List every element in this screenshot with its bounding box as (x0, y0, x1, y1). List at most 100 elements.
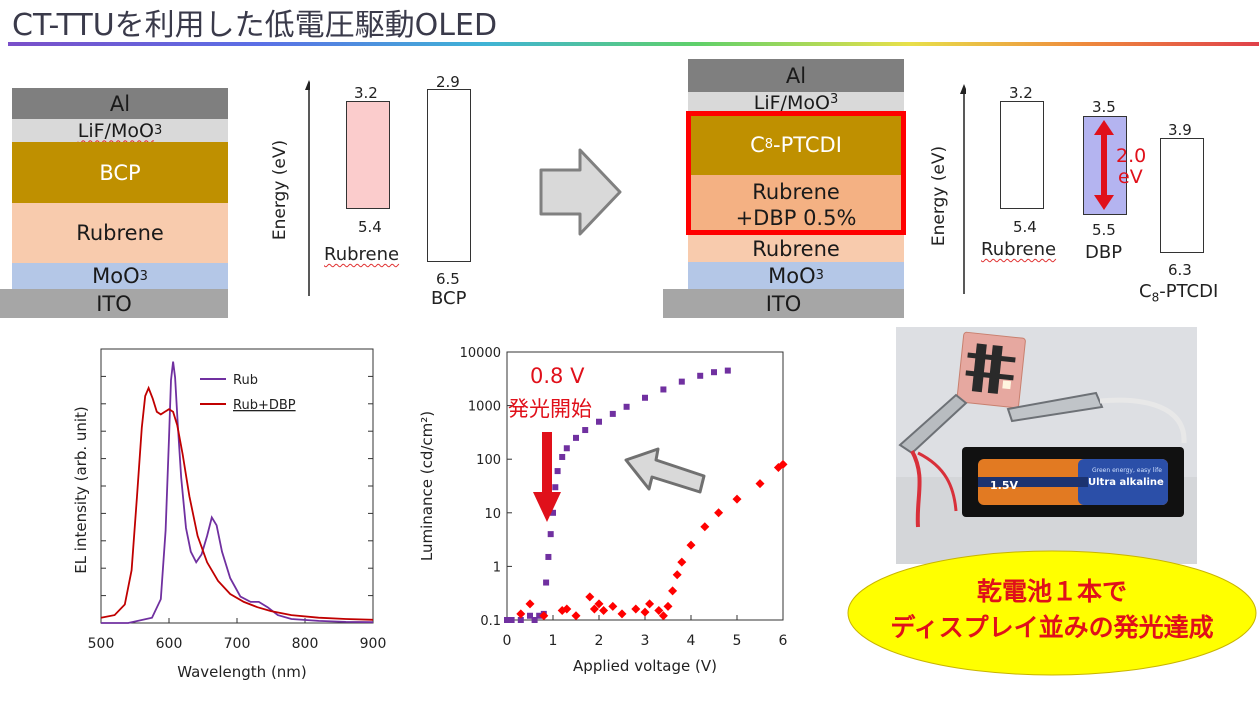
right-layer-dbp-line1: Rubrene (752, 180, 840, 204)
el-xtick-label: 600 (156, 636, 183, 652)
lum-point-rub (645, 599, 655, 609)
lum-point-rub (539, 611, 549, 621)
lum-point-rub (557, 606, 567, 616)
el-legend: Rub Rub+DBP (200, 373, 296, 413)
lum-point-rub-dbp (559, 453, 566, 460)
device-battery-photo: 1.5V Ultra alkaline Green energy, easy l… (896, 327, 1197, 564)
right-rubrene-name: Rubrene (981, 239, 1057, 260)
callout-ellipse (847, 550, 1257, 676)
lum-point-rub-dbp (536, 612, 543, 619)
lum-point-rub (516, 609, 526, 619)
right-layer-ito: ITO (663, 289, 904, 318)
left-bcp-lumo: 2.9 (436, 73, 460, 91)
lum-point-rub-dbp (642, 394, 648, 401)
lum-point-rub (599, 606, 609, 616)
left-energy-axis (305, 80, 310, 296)
lum-point-rub (608, 601, 618, 611)
lum-point-rub (640, 607, 650, 617)
lum-point-rub (668, 586, 678, 596)
lum-point-rub-dbp (711, 369, 717, 376)
right-c8ptcdi-name: C8-PTCDI (1139, 281, 1218, 305)
right-c8-pre: C (1139, 281, 1152, 302)
right-rubrene-lumo: 3.2 (1009, 84, 1033, 102)
left-layer-bcp-label: BCP (99, 160, 141, 185)
lum-point-rub (755, 479, 765, 489)
lum-point-rub-dbp (508, 617, 515, 623)
lum-point-rub-dbp (517, 617, 524, 623)
battery-voltage: 1.5V (990, 479, 1018, 492)
el-series-dbp-line (100, 385, 374, 621)
page-title: CT-TTUを利用した低電圧駆動OLED (12, 8, 498, 43)
lum-ytick-label: 10000 (460, 346, 501, 361)
lum-point-rub-dbp (678, 378, 685, 385)
el-xtick-label: 700 (224, 636, 251, 652)
lum-point-rub-dbp (596, 418, 602, 425)
el-legend-dbp: Rub+DBP (233, 398, 296, 413)
lum-point-rub (631, 604, 641, 614)
lum-point-rub (658, 611, 668, 621)
right-stack-highlight-box (686, 111, 906, 235)
lum-point-rub (589, 604, 599, 614)
right-layer-ito-label: ITO (765, 291, 802, 316)
alligator-clip-icon (898, 391, 1187, 528)
left-layer-ito-label: ITO (96, 291, 132, 316)
left-rubrene-homo: 5.4 (358, 218, 382, 236)
lum-point-rub (773, 463, 783, 473)
right-layer-moo3-label: MoO (768, 263, 816, 288)
lum-xlabel: Applied voltage (V) (573, 657, 717, 675)
lum-point-rub (672, 570, 682, 580)
lum-onset-label: 発光開始 (508, 397, 592, 421)
left-layer-al-label: Al (109, 91, 131, 116)
lum-xtick-label: 0 (503, 633, 512, 649)
lum-point-rub (562, 604, 572, 614)
lum-point-rub-dbp (563, 445, 570, 452)
title-underline (8, 42, 1259, 46)
lum-xtick-label: 4 (687, 633, 696, 649)
right-energy-axis (960, 84, 966, 294)
callout-line1: 乾電池１本で (976, 577, 1127, 606)
battery-slogan: Green energy, easy life (1092, 467, 1162, 474)
lum-point-rub (617, 609, 627, 619)
right-layer-c8-pre: C (750, 132, 765, 157)
lum-point-rub (525, 599, 535, 609)
right-energy-ylabel: Energy (eV) (929, 145, 949, 247)
left-layer-moo3-label: MoO (92, 264, 140, 288)
lum-point-rub-dbp (660, 386, 667, 393)
right-layer-lif-label: LiF/MoO (753, 92, 830, 114)
lum-point-rub (654, 606, 664, 616)
battery-icon: 1.5V Ultra alkaline Green energy, easy l… (978, 459, 1168, 505)
right-layer-rubrene: Rubrene (688, 235, 904, 262)
lum-point-rub-dbp (547, 531, 554, 538)
lum-ylabel: Luminance (cd/cm²) (418, 411, 436, 561)
left-rubrene-lumo: 3.2 (354, 84, 378, 102)
lum-point-rub-dbp (504, 617, 510, 623)
right-layer-c8-sub: 8 (764, 137, 774, 152)
el-series-rub-line (101, 361, 374, 624)
transition-arrow-icon (539, 148, 622, 236)
lum-point-rub-dbp (623, 403, 630, 410)
left-layer-moo3-sub: 3 (139, 268, 148, 284)
oled-device-icon (956, 331, 1026, 409)
lum-point-rub-dbp (545, 553, 552, 560)
lum-point-rub-dbp (552, 484, 559, 491)
lum-xtick-label: 5 (733, 633, 742, 649)
right-c8ptcdi-lumo: 3.9 (1168, 121, 1192, 139)
left-energy-ylabel: Energy (eV) (270, 139, 290, 241)
el-plot-frame (100, 348, 374, 624)
left-layer-rubrene-label: Rubrene (76, 221, 164, 245)
left-layer-al: Al (12, 88, 228, 119)
lum-point-rub-dbp (582, 427, 589, 434)
lum-point-rub (714, 508, 724, 518)
lum-point-rub-dbp (697, 372, 704, 379)
right-layer-dbp-line2: +DBP 0.5% (735, 206, 857, 230)
left-rubrene-level (346, 101, 390, 209)
el-ylabel: EL intensity (arb. unit) (72, 406, 90, 574)
right-layer-rubrene-label: Rubrene (752, 236, 840, 261)
